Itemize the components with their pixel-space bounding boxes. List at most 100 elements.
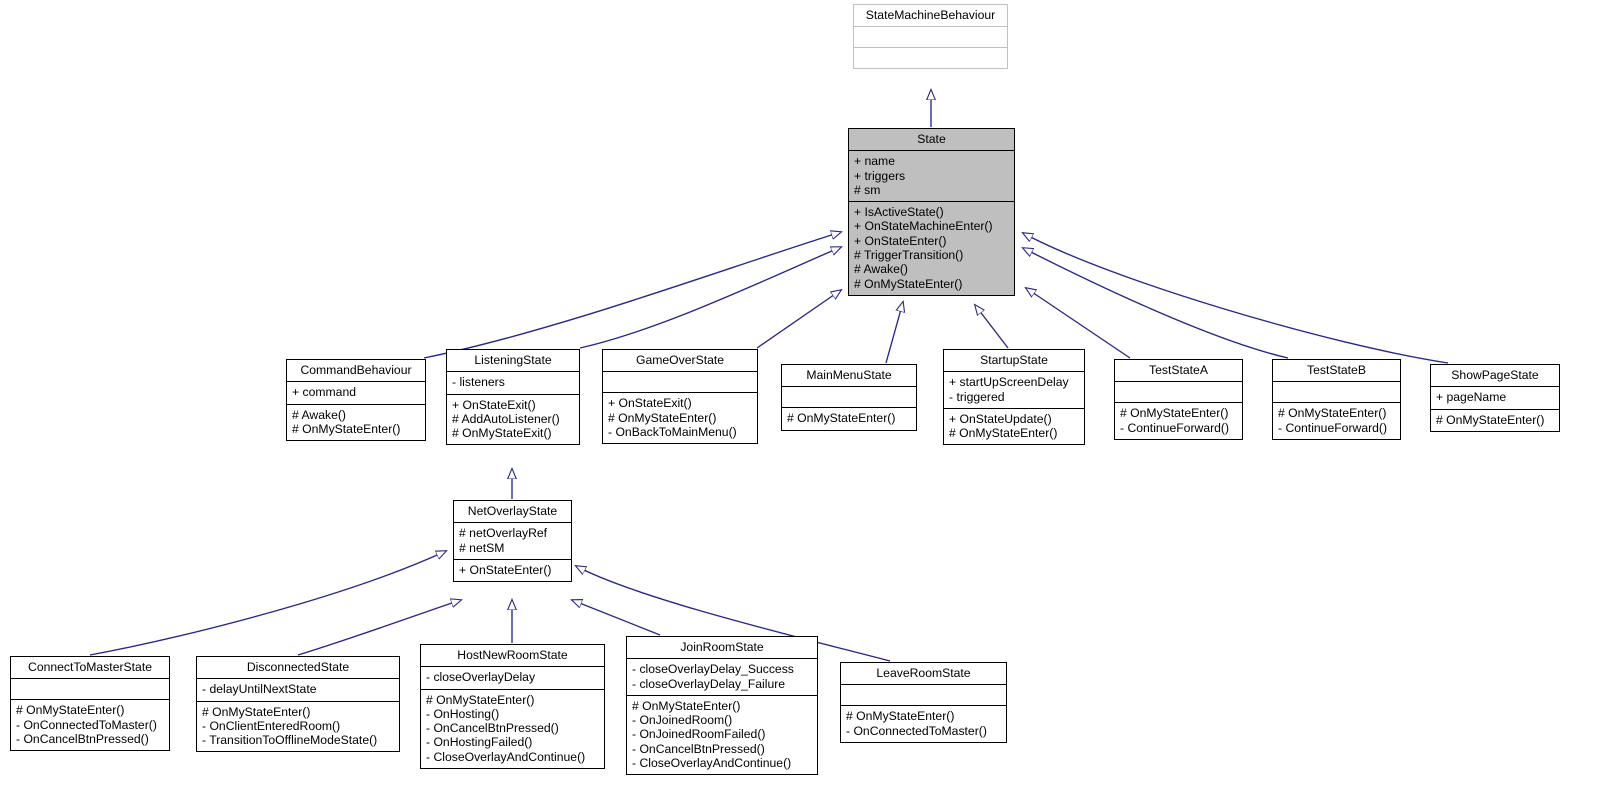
uml-class-teststatea[interactable]: TestStateA # OnMyStateEnter()- ContinueFo… [1114,359,1243,440]
class-attribute: # netOverlayRef [459,526,548,541]
class-attributes: - closeOverlayDelay_Success- closeOverla… [627,659,817,696]
class-operations: # OnMyStateEnter()- OnClientEnteredRoom(… [197,702,399,752]
class-title: DisconnectedState [197,657,399,680]
uml-class-joinroomstate[interactable]: JoinRoomState- closeOverlayDelay_Success… [626,636,818,776]
class-attributes [1273,382,1400,404]
class-operations: # OnMyStateEnter() [782,408,916,429]
class-operation: # OnMyStateEnter() [949,426,1058,441]
class-operations: # Awake()# OnMyStateEnter() [287,405,425,441]
class-operations: # OnMyStateEnter()- ContinueForward() [1273,403,1400,439]
class-operation: # TriggerTransition() [854,248,964,263]
uml-class-showpagestate[interactable]: ShowPageState + pageName # OnMyStateEnter(… [1430,364,1560,432]
class-operation: # OnMyStateEnter() [1278,406,1387,421]
class-operation: + OnStateExit() [608,396,692,411]
uml-class-state[interactable]: State+ name+ triggers# sm+ IsActiveState… [848,128,1015,296]
class-attribute: + triggers [854,168,906,183]
class-attributes [854,27,1007,49]
class-title: StartupState [944,350,1084,373]
class-title: TestStateB [1273,360,1400,383]
class-attributes: # netOverlayRef# netSM [454,523,571,560]
class-title: CommandBehaviour [287,360,425,383]
empty-attributes [1120,385,1237,398]
edge-showpagestate-to-state [1023,233,1449,364]
class-attributes: - listeners [447,372,579,395]
class-attribute: # netSM [459,540,505,555]
class-attribute: + command [292,385,357,400]
class-operation: - OnHostingFailed() [426,735,533,750]
uml-class-listeningstate[interactable]: ListeningState - listeners + OnStateExit()… [446,349,580,446]
class-title: State [849,129,1014,152]
uml-class-disconnectedstate[interactable]: DisconnectedState- delayUntilNextState# … [196,656,400,753]
class-operation: - OnHosting() [426,706,500,721]
class-operations [854,48,1007,68]
class-attributes: - delayUntilNextState [197,679,399,702]
class-title: TestStateA [1115,360,1242,383]
edge-commandbehaviour-to-state [423,232,841,359]
class-operations: # OnMyStateEnter()- OnJoinedRoom()- OnJo… [627,696,817,774]
class-title: JoinRoomState [627,637,817,660]
class-operation: + OnStateMachineEnter() [854,219,993,234]
class-attribute: - closeOverlayDelay_Success [632,662,794,677]
class-operation: # OnMyStateEnter() [854,276,963,291]
class-title: HostNewRoomState [421,645,604,668]
class-attributes: - closeOverlayDelay [421,667,604,690]
class-operations: + OnStateExit()# AddAutoListener()# OnMy… [447,395,579,445]
class-attributes: + pageName [1431,387,1559,410]
uml-class-startupstate[interactable]: StartupState+ startUpScreenDelay- trigge… [943,349,1085,446]
empty-attributes [787,390,911,403]
class-operation: # OnMyStateEnter() [632,698,741,713]
class-attributes: + startUpScreenDelay- triggered [944,372,1084,409]
class-title: GameOverState [603,350,757,373]
uml-class-leaveroomstate[interactable]: LeaveRoomState# OnMyStateEnter()- OnConn… [840,662,1007,743]
edge-startupstate-to-state [975,305,1009,349]
empty-attributes [608,375,752,388]
uml-class-gameoverstate[interactable]: GameOverState + OnStateExit()# OnMyStateE… [602,349,758,445]
uml-class-hostnewroomstate[interactable]: HostNewRoomState- closeOverlayDelay# OnM… [420,644,605,770]
class-attribute: + pageName [1436,390,1507,405]
uml-class-netoverlaystate[interactable]: NetOverlayState# netOverlayRef# netSM+ O… [453,500,572,583]
class-operation: - OnBackToMainMenu() [608,424,737,439]
class-operations: + OnStateUpdate()# OnMyStateEnter() [944,409,1084,445]
edge-teststateb-to-state [1023,248,1289,359]
edge-connecttomasterstate-to-netoverlaystate [89,551,446,656]
class-operations: + OnStateExit()# OnMyStateEnter()- OnBac… [603,393,757,443]
empty-attributes [859,30,1002,43]
class-operation: - OnJoinedRoomFailed() [632,727,766,742]
uml-class-statemachinebehaviour[interactable]: StateMachineBehaviour [853,4,1008,70]
class-operation: + OnStateEnter() [854,233,947,248]
class-attribute: - listeners [452,375,505,390]
empty-attributes [846,688,1001,701]
class-operation: - TransitionToOfflineModeState() [202,733,378,748]
class-operation: + OnStateExit() [452,397,536,412]
class-operations: + IsActiveState()+ OnStateMachineEnter()… [849,202,1014,295]
class-title: ListeningState [447,350,579,373]
uml-class-commandbehaviour[interactable]: CommandBehaviour + command # Awake()# OnMy… [286,359,426,442]
class-attributes [841,685,1006,707]
class-operation: + IsActiveState() [854,205,944,220]
edge-teststatea-to-state [1026,288,1131,359]
class-attributes [11,679,169,701]
uml-class-teststateb[interactable]: TestStateB # OnMyStateEnter()- ContinueFo… [1272,359,1401,440]
class-operation: # OnMyStateEnter() [202,704,311,719]
class-title: LeaveRoomState [841,663,1006,686]
class-operations: # OnMyStateEnter()- ContinueForward() [1115,403,1242,439]
class-operation: - OnCancelBtnPressed() [632,741,765,756]
class-attribute: + startUpScreenDelay [949,375,1069,390]
class-attributes [782,387,916,409]
uml-class-mainmenustate[interactable]: MainMenuState# OnMyStateEnter() [781,364,917,431]
uml-class-connecttomasterstate[interactable]: ConnectToMasterState# OnMyStateEnter()- … [10,656,170,752]
class-attribute: + name [854,154,895,169]
class-operation: - OnConnectedToMaster() [16,717,157,732]
class-operations: # OnMyStateEnter() [1431,410,1559,431]
class-operation: + OnStateEnter() [459,562,552,577]
edge-joinroomstate-to-netoverlaystate [572,600,661,636]
class-operation: # OnMyStateEnter() [16,703,125,718]
class-operation: # OnMyStateEnter() [292,421,401,436]
class-title: ShowPageState [1431,365,1559,388]
class-operation: - ContinueForward() [1278,420,1388,435]
edge-listeningstate-to-state [579,247,841,349]
class-attributes: + name+ triggers# sm [849,151,1014,203]
class-attribute: - closeOverlayDelay [426,670,536,685]
class-operation: # OnMyStateEnter() [787,411,896,426]
